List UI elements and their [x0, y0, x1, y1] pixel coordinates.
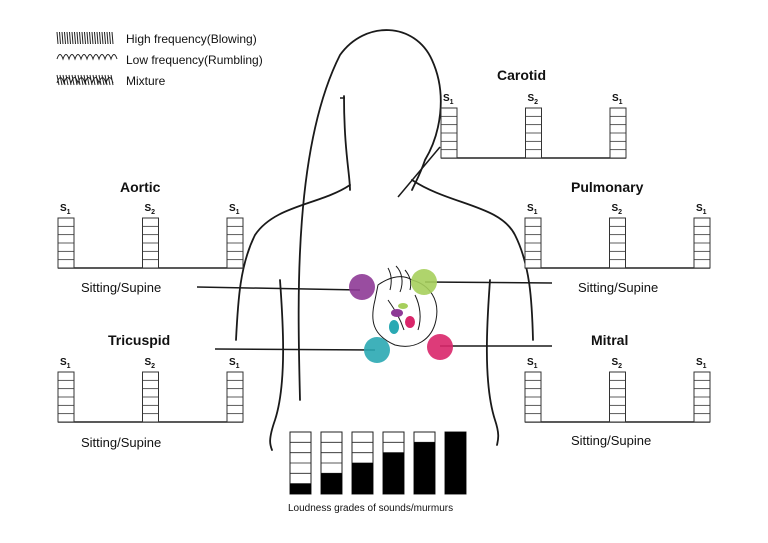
- carotid-beat-label: S2: [527, 93, 539, 106]
- tricuspid-title: Tricuspid: [108, 332, 171, 348]
- mitral-beat-column: [609, 371, 626, 423]
- legend-label-low: Low frequency(Rumbling): [126, 53, 263, 67]
- aortic-point: [349, 274, 375, 300]
- loudness-grade-6: [444, 431, 467, 495]
- legend-label-high: High frequency(Blowing): [126, 32, 257, 46]
- loudness-grade-4: [382, 431, 405, 495]
- legend-pattern-mix: [56, 74, 114, 86]
- aortic-beat-column: [226, 217, 244, 269]
- legend-label-mixture: Mixture: [126, 74, 166, 88]
- carotid-pointer: [397, 146, 441, 198]
- carotid-beat-column: [525, 107, 542, 159]
- tricuspid-line: [214, 348, 376, 351]
- heart-mitral-valve: [405, 316, 415, 328]
- mitral-beat-column: [524, 371, 542, 423]
- mitral-beat-label: S1: [696, 357, 707, 370]
- mitral-beat-label: S2: [611, 357, 623, 370]
- pulmonary-point: [411, 269, 437, 295]
- aortic-beat-label: S2: [144, 203, 156, 216]
- carotid-beat-label: S1: [443, 93, 454, 106]
- mitral-position: Sitting/Supine: [571, 433, 652, 448]
- pulmonary-panel: [524, 217, 711, 269]
- mitral-panel: [524, 371, 711, 423]
- tricuspid-beat-label: S1: [60, 357, 71, 370]
- carotid-panel: [440, 107, 627, 159]
- aortic-position: Sitting/Supine: [81, 280, 162, 295]
- mitral-beat-column: [693, 371, 711, 423]
- aortic-beat-label: S1: [229, 203, 240, 216]
- tricuspid-panel: [57, 371, 244, 423]
- aortic-title: Aortic: [120, 179, 161, 195]
- aortic-panel: [57, 217, 244, 269]
- heart-aortic-valve: [391, 309, 403, 317]
- loudness-grade-1: [289, 431, 312, 495]
- mitral-title: Mitral: [591, 332, 629, 348]
- torso-outline: [235, 29, 534, 451]
- tricuspid-position: Sitting/Supine: [81, 435, 162, 450]
- mitral-beat-label: S1: [527, 357, 538, 370]
- heart-pulmonary-valve: [398, 303, 408, 309]
- pulmonary-beat-label: S2: [611, 203, 623, 216]
- aortic-beat-label: S1: [60, 203, 71, 216]
- pulmonary-beat-label: S1: [527, 203, 538, 216]
- loudness-grade-2: [320, 431, 343, 495]
- tricuspid-beat-label: S1: [229, 357, 240, 370]
- pulmonary-position: Sitting/Supine: [578, 280, 659, 295]
- tricuspid-beat-label: S2: [144, 357, 156, 370]
- carotid-beat-column: [440, 107, 458, 159]
- carotid-beat-label: S1: [612, 93, 623, 106]
- aortic-beat-column: [57, 217, 75, 269]
- pulmonary-beat-label: S1: [696, 203, 707, 216]
- aortic-beat-column: [142, 217, 159, 269]
- pulmonary-beat-column: [693, 217, 711, 269]
- loudness-grade-5: [413, 431, 436, 495]
- pulmonary-title: Pulmonary: [571, 179, 644, 195]
- pulmonary-line: [424, 281, 553, 284]
- pulmonary-beat-column: [524, 217, 542, 269]
- legend-pattern-low: [56, 54, 118, 61]
- tricuspid-beat-column: [142, 371, 159, 423]
- tricuspid-beat-column: [57, 371, 75, 423]
- pulmonary-beat-column: [609, 217, 626, 269]
- loudness-grade-3: [351, 431, 374, 495]
- aortic-line: [196, 286, 361, 291]
- loudness-caption: Loudness grades of sounds/murmurs: [288, 503, 454, 514]
- tricuspid-point: [364, 337, 390, 363]
- mitral-point: [427, 334, 453, 360]
- carotid-beat-column: [609, 107, 627, 159]
- legend-pattern-high: [56, 31, 114, 45]
- heart-tricuspid-valve: [389, 320, 399, 334]
- tricuspid-beat-column: [226, 371, 244, 423]
- carotid-title: Carotid: [497, 67, 546, 83]
